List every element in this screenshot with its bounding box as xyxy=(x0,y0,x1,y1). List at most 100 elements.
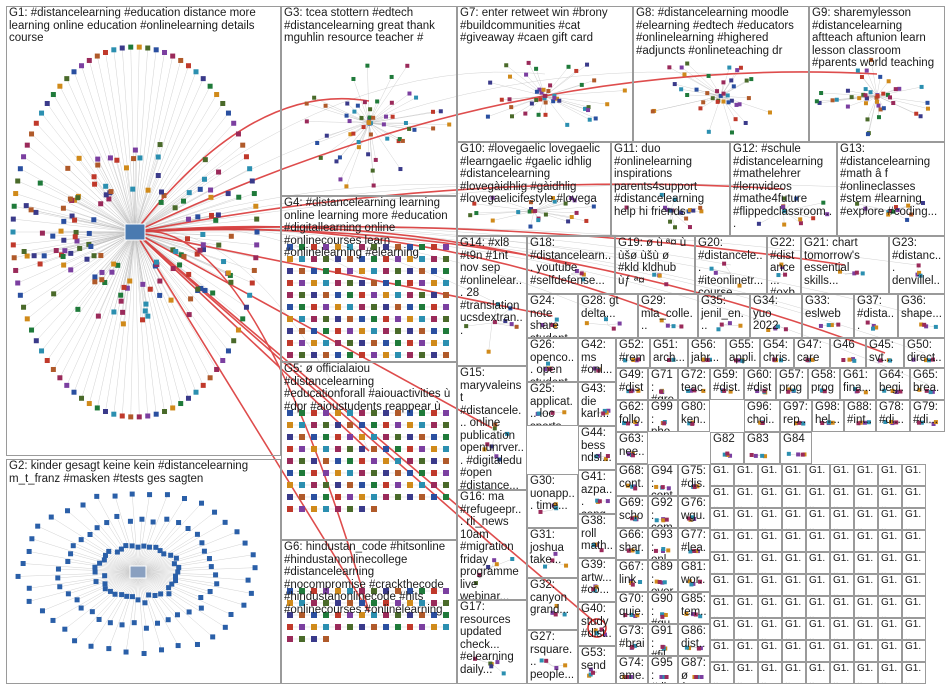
group-label: G42: ms #onl... xyxy=(581,339,613,377)
small-group-label: G1... xyxy=(713,509,731,530)
small-group-label: G1... xyxy=(713,531,731,552)
group-label: G27: rsquare... people... xyxy=(530,631,575,681)
group-label: G22: #distance... #oxbridge... oxbridge.… xyxy=(770,237,798,294)
small-group-box: G1... xyxy=(830,618,854,640)
group-label: G49: #dist... xyxy=(619,369,645,400)
group-label: G24: note share student... xyxy=(530,295,575,338)
group-label: G76: wgu... xyxy=(681,497,707,528)
group-box-g64: G64: begi... xyxy=(876,368,910,400)
small-group-box: G1... xyxy=(806,486,830,508)
group-label: G62: follo... xyxy=(619,401,645,432)
small-group-box: G1... xyxy=(878,574,902,596)
group-label: G11: duo #onlinelearning inspirations pa… xyxy=(614,143,727,218)
small-group-box: G1... xyxy=(758,508,782,530)
small-group-box: G1... xyxy=(806,530,830,552)
group-label: G35: jenil_en... xyxy=(701,295,747,333)
group-box-g8: G8: #distancelearning moodle #elearning … xyxy=(633,6,809,142)
small-group-label: G1... xyxy=(761,465,779,486)
group-label: G52: #rem... xyxy=(619,339,647,368)
small-group-box: G1... xyxy=(830,662,854,684)
group-box-g39: G39: artw... #co... xyxy=(578,558,616,602)
group-box-g63: G63: nee... xyxy=(616,432,648,464)
group-label: G32: canyon grand... xyxy=(530,579,575,617)
group-label: G61: fina... xyxy=(843,369,873,394)
group-label: G46 xyxy=(833,339,863,352)
small-group-label: G1... xyxy=(737,575,755,596)
small-group-box: G1... xyxy=(782,618,806,640)
group-box-g34: G34: yuo 2022 xyxy=(750,294,802,338)
group-label: G94: cont... xyxy=(651,465,675,496)
group-label: G10: #lovegaelic lovegaelic #learngaelic… xyxy=(460,143,608,206)
small-group-box: G1... xyxy=(710,464,734,486)
group-box-g19: G19: ø ù ª¤ ù ùšø ùšù ø #kld kldhub ùƒ ª… xyxy=(615,236,695,294)
small-group-label: G1... xyxy=(737,509,755,530)
group-box-g80: G80: ken... xyxy=(678,400,710,432)
small-group-box: G1... xyxy=(902,464,926,486)
small-group-label: G1... xyxy=(905,597,923,618)
small-group-label: G1... xyxy=(713,641,731,662)
small-group-label: G1... xyxy=(809,619,827,640)
group-box-g78: G78: #di... xyxy=(876,400,910,432)
group-box-g53: G53: send xyxy=(578,646,616,684)
small-group-box: G1... xyxy=(758,464,782,486)
small-group-label: G1... xyxy=(881,597,899,618)
small-group-box: G1... xyxy=(782,640,806,662)
small-group-box: G1... xyxy=(734,618,758,640)
small-group-label: G1... xyxy=(713,575,731,596)
small-group-box: G1... xyxy=(710,486,734,508)
small-group-label: G1... xyxy=(881,531,899,552)
group-label: G81: wor... xyxy=(681,561,707,592)
group-label: G69: scho... xyxy=(619,497,645,528)
small-group-label: G1... xyxy=(881,553,899,574)
group-label: G40: study #dist... xyxy=(581,603,613,646)
group-box-g35: G35: jenil_en... xyxy=(698,294,750,338)
small-group-label: G1... xyxy=(857,641,875,662)
small-group-label: G1... xyxy=(785,575,803,596)
small-group-label: G1... xyxy=(833,553,851,574)
group-label: G23: #distanc... denvillel... #denville.… xyxy=(892,237,942,294)
group-label: G45: svt... xyxy=(869,339,901,364)
small-group-box: G1... xyxy=(854,464,878,486)
group-label: G30: uonapp... time... xyxy=(530,475,575,513)
group-box-g5: G5: ø officialaiou #distancelearning #ed… xyxy=(281,362,457,540)
group-box-g82: G82 xyxy=(710,432,744,464)
small-group-label: G1... xyxy=(833,531,851,552)
group-box-g51: G51: arch... xyxy=(650,338,688,368)
small-group-box: G1... xyxy=(902,508,926,530)
small-group-box: G1... xyxy=(710,574,734,596)
group-box-g83: G83 xyxy=(744,432,780,464)
small-group-box: G1... xyxy=(758,486,782,508)
group-box-g54: G54: chris... xyxy=(760,338,794,368)
small-group-label: G1... xyxy=(785,663,803,684)
small-group-box: G1... xyxy=(854,574,878,596)
small-group-box: G1... xyxy=(806,662,830,684)
group-box-g55: G55: appli... xyxy=(726,338,760,368)
small-group-label: G1... xyxy=(785,619,803,640)
group-box-g32: G32: canyon grand... xyxy=(527,578,578,630)
group-box-g15: G15: maryvaleinst #distancele... online … xyxy=(457,366,527,490)
small-group-label: G1... xyxy=(713,465,731,486)
group-box-g4: G4: #distancelearning learning online le… xyxy=(281,196,457,362)
small-group-box: G1... xyxy=(902,552,926,574)
small-group-label: G1... xyxy=(857,509,875,530)
group-label: G67: link xyxy=(619,561,645,586)
group-label: G38: roll math... xyxy=(581,515,613,558)
group-label: G53: send xyxy=(581,647,613,672)
group-box-g31: G31: joshua take... xyxy=(527,528,578,578)
group-box-g96: G96: choi... xyxy=(744,400,780,432)
small-group-box: G1... xyxy=(830,574,854,596)
small-group-box: G1... xyxy=(878,596,902,618)
group-box-g79: G79: #di... xyxy=(910,400,945,432)
group-box-g66: G66: shar... xyxy=(616,528,648,560)
group-label: G72: teac... xyxy=(681,369,707,400)
group-box-g99: G99: pho... xyxy=(648,400,678,432)
group-box-g41: G41: azpa... cong... xyxy=(578,470,616,514)
group-label: G6: hindustan_code #hitsonline #hindusta… xyxy=(284,541,454,616)
small-group-box: G1... xyxy=(902,530,926,552)
small-group-box: G1... xyxy=(758,596,782,618)
group-box-g70: G70: quie... xyxy=(616,592,648,624)
small-group-box: G1... xyxy=(710,530,734,552)
group-label: G71: #gre... xyxy=(651,369,675,400)
group-box-g12: G12: #schule #distancelearning #matheleh… xyxy=(730,142,837,236)
group-box-g95: G95: #dis... xyxy=(648,656,678,684)
